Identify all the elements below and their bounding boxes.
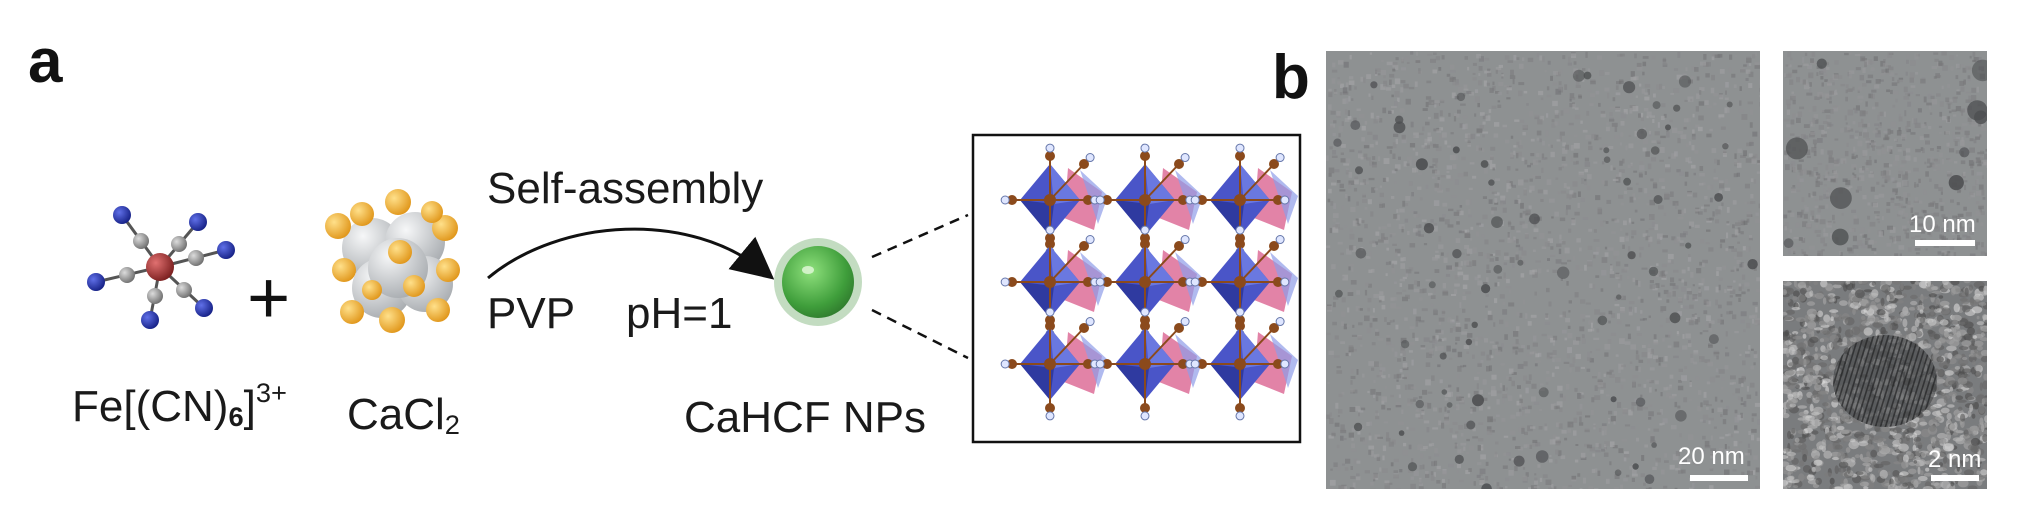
scale-bar-main [1690,475,1748,481]
tem-image-bottom: 2 nm [1783,281,1987,489]
ferricyanide-close: ] [243,382,256,431]
ferricyanide-molecule-icon [87,206,235,329]
reaction-scheme: + [87,133,1302,444]
arrow-top-label: Self-assembly [487,164,764,213]
arrow-right-label: pH=1 [626,289,733,338]
ferricyanide-subscript: 6 [228,400,244,432]
arrow-left-label: PVP [487,289,576,338]
product-label: CaHCF NPs [684,393,927,442]
nanoparticle-icon [774,238,862,326]
cacl2-label: CaCl2 [347,390,460,440]
cacl2-main: CaCl [347,390,445,439]
panel-label-a: a [28,27,63,96]
ferricyanide-label: Fe[(CN)6]3+ [72,377,287,432]
ferricyanide-superscript: 3+ [255,376,287,408]
scale-label-bottom: 2 nm [1928,446,1982,473]
crystal-structure-inset [971,133,1302,444]
cacl2-subscript: 2 [444,408,460,440]
zoom-line-bottom [871,308,969,360]
self-assembly-arrow [487,227,775,280]
cacl2-cluster-icon [325,189,460,333]
plus-sign: + [247,256,290,339]
panel-label-b: b [1272,43,1310,112]
tem-image-main: 20 nm [1326,51,1760,489]
scale-label-top: 10 nm [1909,211,1976,238]
ferricyanide-main: Fe[(CN) [72,382,229,431]
scale-label-main: 20 nm [1678,443,1745,470]
zoom-line-top [871,213,969,259]
scale-bar-bottom [1931,475,1979,481]
tem-image-top: 10 nm [1783,51,1987,256]
scale-bar-top [1915,240,1975,246]
